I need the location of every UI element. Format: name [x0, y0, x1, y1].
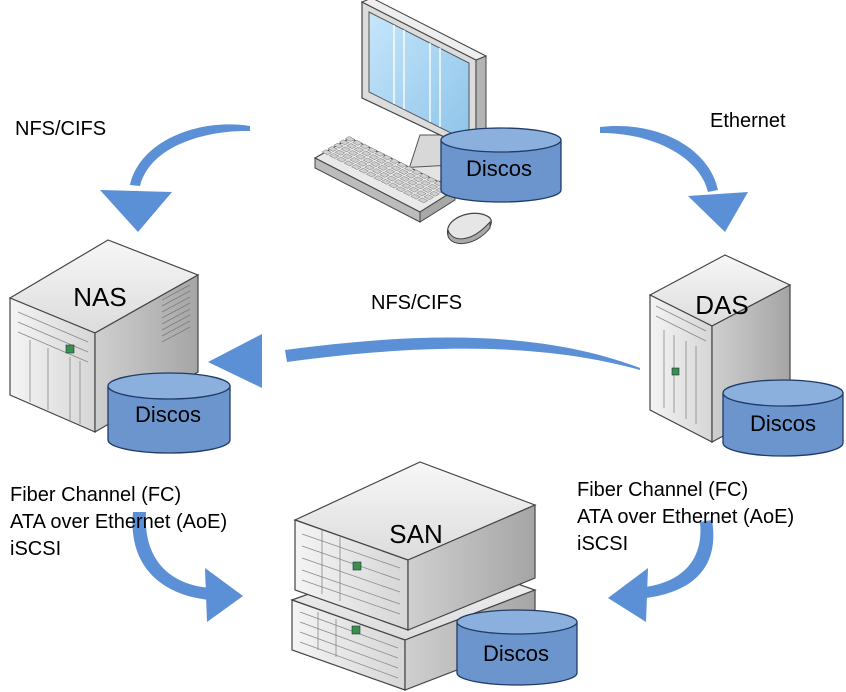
san-disk-icon: Discos [456, 609, 578, 686]
keyboard-key [362, 157, 374, 164]
keyboard-key [403, 165, 415, 172]
keyboard-key [371, 168, 383, 174]
das-san-protocol-1: Fiber Channel (FC) [577, 479, 748, 501]
keyboard-key [414, 183, 426, 190]
keyboard-key [333, 142, 344, 149]
keyboard-key [429, 190, 440, 197]
keyboard-key [396, 162, 408, 168]
keyboard-key [383, 161, 394, 168]
arrow-das-to-san [608, 520, 714, 622]
keyboard-key [349, 157, 361, 163]
arrow-pc-das-label: Ethernet [710, 110, 786, 132]
das-disk-icon: Discos [722, 379, 844, 457]
keyboard-key [359, 143, 371, 150]
keyboard-key [327, 146, 338, 152]
keyboard-key [374, 151, 385, 157]
keyboard-key [346, 143, 357, 149]
nas-disk-label: Discos [135, 402, 201, 427]
arrow-pc-to-das [600, 125, 748, 232]
computer-icon [313, 0, 492, 244]
keyboard-key [388, 182, 399, 189]
keyboard-key [420, 180, 431, 186]
keyboard-key [340, 146, 352, 153]
keyboard-key [418, 173, 430, 179]
keyboard-key [427, 183, 439, 190]
keyboard-key [392, 172, 403, 179]
das-title: DAS [695, 290, 748, 320]
keyboard-key [379, 172, 390, 178]
arrow-nas-to-san [132, 512, 243, 622]
keyboard-key [353, 146, 365, 153]
keyboard-key [421, 187, 433, 193]
keyboard-key [399, 176, 411, 182]
keyboard-key [334, 149, 346, 156]
arrow-das-to-nas [208, 334, 640, 388]
keyboard-key [402, 190, 414, 196]
keyboard-key [361, 150, 372, 157]
keyboard-key [338, 139, 350, 146]
keyboard-key [389, 158, 400, 165]
pc-disk-label: Discos [466, 156, 532, 181]
das-san-protocol-3: iSCSI [577, 533, 628, 555]
nas-disk-icon: Discos [107, 372, 231, 454]
keyboard-key [381, 154, 393, 161]
keyboard-key [366, 147, 378, 153]
keyboard-key [395, 186, 407, 193]
nas-san-protocol-3: iSCSI [10, 538, 61, 560]
arrow-pc-to-nas [100, 124, 250, 232]
arrow-pc-nas-label: NFS/CIFS [15, 118, 106, 140]
keyboard-key [375, 158, 387, 164]
das-san-protocol-2: ATA over Ethernet (AoE) [577, 506, 794, 528]
arrow-das-nas-label: NFS/CIFS [371, 292, 462, 314]
keyboard-key [321, 149, 333, 156]
keyboard-key [373, 175, 384, 181]
keyboard-key [368, 154, 380, 160]
keyboard-key [405, 172, 417, 179]
keyboard-key [416, 190, 427, 197]
keyboard-key [344, 136, 356, 142]
nas-san-protocol-2: ATA over Ethernet (AoE) [10, 511, 227, 533]
keyboard-key [398, 169, 409, 175]
keyboard-key [423, 194, 435, 200]
arrows [100, 124, 748, 622]
keyboard-key [355, 153, 366, 160]
keyboard-key [393, 179, 405, 186]
san-disk-label: Discos [483, 641, 549, 666]
keyboard-key [390, 165, 402, 172]
keyboard-key [328, 153, 340, 159]
keyboard-key [384, 168, 396, 175]
keyboard-key [336, 156, 347, 163]
keyboard-key [365, 171, 377, 178]
keyboard-key [342, 153, 353, 160]
pc-disk-icon: Discos [440, 127, 562, 203]
keyboard-key [358, 167, 370, 174]
keyboard-key [352, 139, 363, 146]
keyboard-key [343, 160, 355, 167]
keyboard-key [412, 176, 424, 183]
das-san-protocols: Fiber Channel (FC) ATA over Ethernet (Ao… [577, 479, 794, 555]
keyboard-key [351, 164, 362, 170]
keyboard-key [410, 193, 421, 200]
keyboard-key [426, 176, 437, 183]
keyboard-key [408, 186, 420, 193]
nas-san-protocol-1: Fiber Channel (FC) [10, 484, 181, 506]
nas-san-protocols: Fiber Channel (FC) ATA over Ethernet (Ao… [10, 484, 227, 560]
keyboard-key [347, 150, 359, 156]
keyboard-key [364, 164, 375, 171]
das-disk-label: Discos [750, 411, 816, 436]
keyboard-key [417, 197, 429, 204]
keyboard-key [386, 175, 398, 182]
keyboard-key [407, 179, 418, 186]
keyboard-key [377, 165, 389, 171]
keyboard-key [401, 183, 412, 189]
keyboard-key [356, 160, 368, 167]
nas-title: NAS [73, 282, 126, 312]
keyboard-key [411, 169, 422, 176]
keyboard-key [380, 179, 392, 185]
keyboard-key [370, 161, 381, 167]
san-title: SAN [389, 519, 442, 549]
